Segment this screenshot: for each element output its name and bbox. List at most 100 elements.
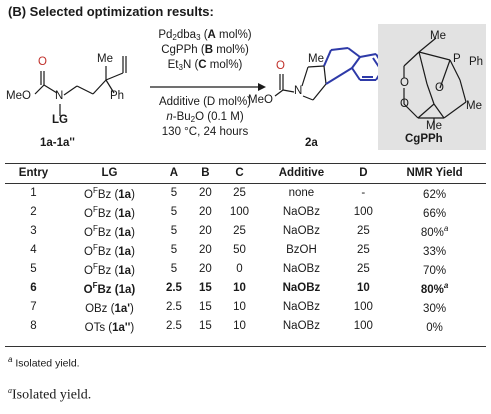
- table-header-row: Entry LG A B C Additive D NMR Yield: [5, 164, 486, 184]
- table-footnote: a Isolated yield.: [8, 355, 80, 370]
- cgpph-methyl-right-label: Me: [466, 100, 482, 112]
- cell-entry: 1: [30, 187, 37, 200]
- cell-additive: NaOBz: [282, 206, 320, 218]
- header-nmr-yield: NMR Yield: [383, 164, 486, 184]
- header-additive: Additive: [259, 164, 344, 184]
- condition-base: Et3N (C mol%): [167, 59, 243, 72]
- reaction-conditions-top: Pd2dba3 (A mol%) CgPPh (B mol%) Et3N (C …: [150, 28, 260, 73]
- cell-yield: 70%: [423, 264, 447, 277]
- carbonyl-oxygen-label: O: [38, 56, 47, 68]
- nitrogen-label: N: [55, 90, 64, 102]
- cell-d: 100: [353, 320, 373, 332]
- cell-lg: OFBz (1a): [83, 261, 135, 277]
- product-nitrogen-label: N: [294, 85, 303, 97]
- cgpph-oxygen-mid-label: O: [435, 82, 444, 94]
- product-carbonyl-oxygen-label: O: [276, 60, 285, 72]
- cell-additive: NaOBz: [282, 282, 321, 294]
- condition-solvent: n-Bu2O (0.1 M): [166, 111, 244, 124]
- cell-additive: NaOBz: [282, 301, 320, 313]
- cell-entry: 4: [30, 244, 37, 256]
- reaction-conditions-bottom: Additive (D mol%) n-Bu2O (0.1 M) 130 °C,…: [150, 95, 260, 140]
- header-c: C: [219, 164, 260, 184]
- methoxy-label: MeO: [6, 90, 31, 102]
- cell-additive: NaOBz: [282, 320, 320, 332]
- cell-lg: OFBz (1a): [83, 204, 135, 220]
- cell-d: 25: [356, 263, 370, 275]
- cell-a: 2.5: [165, 282, 182, 294]
- chain-bond-1: [63, 85, 78, 96]
- cell-entry: 2: [30, 206, 37, 218]
- reactant-label: 1a-1a'': [40, 137, 75, 149]
- product-label: 2a: [305, 137, 318, 149]
- cell-a: 5: [170, 206, 178, 218]
- leaving-group-label: LG: [52, 114, 68, 126]
- cell-d: 100: [353, 301, 373, 313]
- cell-lg: OFBz (1a): [83, 185, 135, 201]
- cell-d: 25: [356, 225, 370, 237]
- cell-b: 20: [198, 225, 212, 237]
- cell-c: 10: [233, 320, 246, 332]
- cell-a: 5: [170, 263, 178, 275]
- cell-lg: OFBz (1a): [83, 242, 135, 258]
- cell-yield: 0%: [426, 321, 443, 334]
- cell-b: 15: [198, 301, 212, 313]
- condition-temperature-time: 130 °C, 24 hours: [161, 126, 249, 138]
- cell-lg: OFBz (1a): [83, 223, 135, 239]
- footnote-repeat-marker: a: [8, 386, 12, 395]
- header-d: D: [343, 164, 384, 184]
- cell-c: 50: [233, 244, 246, 256]
- cgpph-phosphorus-label: P: [453, 53, 461, 65]
- cell-c: 0: [236, 263, 243, 275]
- methyl-label: Me: [97, 53, 113, 65]
- table-bottom-rule: [5, 346, 486, 347]
- ester-bond: [34, 84, 45, 95]
- header-lg: LG: [62, 164, 157, 184]
- cell-a: 5: [170, 225, 178, 237]
- cell-a: 2.5: [165, 301, 182, 313]
- amide-bond: [43, 84, 58, 94]
- cell-additive: none: [288, 187, 315, 200]
- reaction-scheme: O MeO N LG Me Ph 1a-1a'' Pd2dba3 (A mol%…: [0, 22, 491, 162]
- chain-bond-2: [76, 85, 94, 95]
- cell-d: -: [361, 187, 366, 200]
- cell-entry: 6: [30, 282, 37, 294]
- cell-c: 25: [233, 225, 246, 237]
- cell-entry: 5: [30, 263, 37, 275]
- cgpph-oxygen-bottom-label: O: [400, 98, 409, 110]
- cell-yield: 80%a: [420, 280, 449, 296]
- cell-additive: NaOBz: [282, 263, 320, 275]
- cgpph-phenyl-label: Ph: [469, 56, 484, 68]
- condition-additive: Additive (D mol%): [158, 96, 252, 108]
- methoxy-text: MeO: [6, 90, 31, 102]
- chain-bond-3: [92, 79, 107, 95]
- cell-yield: 66%: [423, 207, 447, 220]
- product-methoxy-label: MeO: [248, 94, 273, 106]
- cell-d: 25: [356, 244, 370, 256]
- cell-d: 100: [353, 206, 373, 218]
- cell-additive: NaOBz: [282, 225, 320, 237]
- cgpph-ligand-panel: [378, 24, 486, 150]
- phenyl-label: Ph: [110, 90, 125, 102]
- header-b: B: [191, 164, 220, 184]
- cell-yield: 62%: [423, 188, 447, 201]
- footnote-text: Isolated yield.: [12, 357, 80, 370]
- cell-b: 20: [198, 263, 212, 275]
- table-top-rule: [5, 163, 486, 164]
- vinyl-bond: [105, 72, 124, 81]
- cgpph-oxygen-left-label: O: [400, 77, 409, 89]
- cell-additive: BzOH: [286, 244, 317, 256]
- cell-a: 5: [170, 244, 178, 256]
- cell-c: 25: [233, 187, 246, 200]
- cgpph-methyl-top-label: Me: [430, 30, 446, 42]
- product-methyl-label: Me: [308, 53, 324, 65]
- phenyl-bond: [105, 79, 115, 94]
- cgpph-methyl-bottom-label: Me: [426, 120, 442, 132]
